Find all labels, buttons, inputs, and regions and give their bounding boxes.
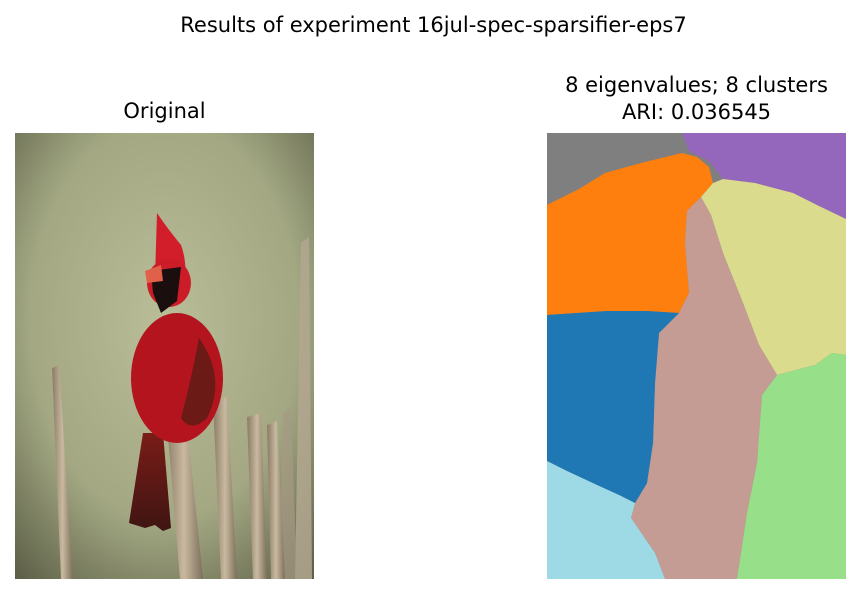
cardinal-photo (15, 133, 314, 579)
figure-suptitle: Results of experiment 16jul-spec-sparsif… (180, 13, 687, 37)
segmentation-title-line2: ARI: 0.036545 (621, 100, 772, 124)
cluster-blue (547, 311, 679, 503)
segmentation-map (547, 133, 846, 579)
cluster-purple (682, 133, 846, 219)
cluster-pink (631, 197, 777, 579)
segmentation-panel-title: 8 eigenvalues; 8 clusters ARI: 0.036545 (547, 72, 846, 126)
segmentation-title-line1: 8 eigenvalues; 8 clusters (565, 73, 828, 97)
original-panel-title: Original (123, 99, 206, 123)
cluster-cyan (547, 461, 665, 579)
segmentation-panel (547, 133, 846, 579)
cluster-khaki (701, 179, 846, 375)
original-image-panel (15, 133, 314, 579)
cluster-orange (547, 153, 713, 315)
cluster-green (737, 353, 846, 579)
